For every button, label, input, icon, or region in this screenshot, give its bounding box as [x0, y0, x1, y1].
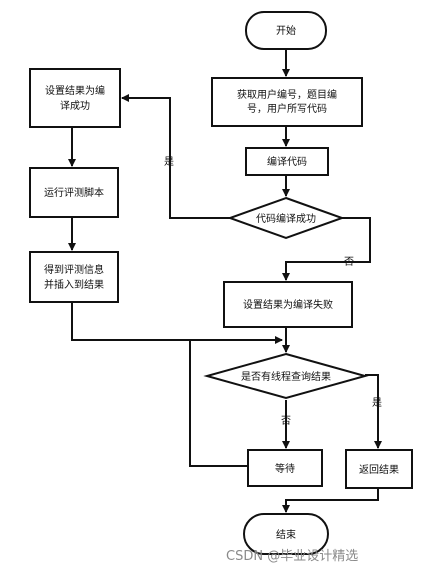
compile-success-decision-label: 代码编译成功 — [256, 212, 316, 225]
edge-decision-yes-to-success — [121, 94, 230, 219]
start-node: 开始 — [245, 11, 327, 50]
set-compile-fail-node: 设置结果为编译失败 — [223, 281, 353, 328]
wait-node: 等待 — [247, 449, 323, 487]
run-test-node: 运行评测脚本 — [29, 167, 119, 218]
edge-decision-no-to-fail — [282, 217, 371, 281]
set-compile-success-node: 设置结果为编 译成功 — [29, 68, 121, 128]
run-test-label: 运行评测脚本 — [44, 186, 104, 199]
compile-success-decision: 代码编译成功 — [227, 196, 345, 240]
edge-wait-loop-back — [189, 336, 283, 467]
end-node: 结束 — [243, 513, 329, 555]
get-input-node: 获取用户编号，题目编 号，用户所写代码 — [211, 77, 363, 127]
end-label: 结束 — [276, 528, 296, 541]
edge-return-to-end — [282, 488, 379, 513]
get-input-label-line2: 号，用户所写代码 — [247, 102, 327, 115]
edge-decision2-yes-to-return — [365, 374, 382, 449]
thread-query-decision: 是否有线程查询结果 — [203, 352, 369, 400]
edges — [68, 49, 382, 513]
compile-label: 编译代码 — [267, 155, 307, 168]
return-result-label: 返回结果 — [359, 463, 399, 476]
start-label: 开始 — [276, 24, 296, 37]
get-result-label-line1: 得到评测信息 — [44, 263, 104, 276]
thread-query-decision-label: 是否有线程查询结果 — [241, 370, 331, 383]
yes-label-1: 是 — [164, 156, 174, 168]
set-compile-success-label-line2: 译成功 — [60, 100, 90, 112]
no-label-2: 否 — [281, 415, 291, 427]
return-result-node: 返回结果 — [345, 449, 413, 489]
get-input-label-line1: 获取用户编号，题目编 — [237, 88, 337, 101]
yes-label-2: 是 — [372, 397, 382, 409]
watermark-text: CSDN @毕业设计精选 — [226, 549, 358, 564]
set-compile-fail-label: 设置结果为编译失败 — [243, 298, 333, 311]
get-result-node: 得到评测信息 并插入到结果 — [29, 251, 119, 303]
get-result-label-line2: 并插入到结果 — [44, 278, 104, 291]
set-compile-success-label-line1: 设置结果为编 — [45, 84, 105, 97]
no-label-1: 否 — [344, 256, 354, 268]
wait-label: 等待 — [275, 462, 295, 475]
compile-node: 编译代码 — [245, 147, 329, 176]
